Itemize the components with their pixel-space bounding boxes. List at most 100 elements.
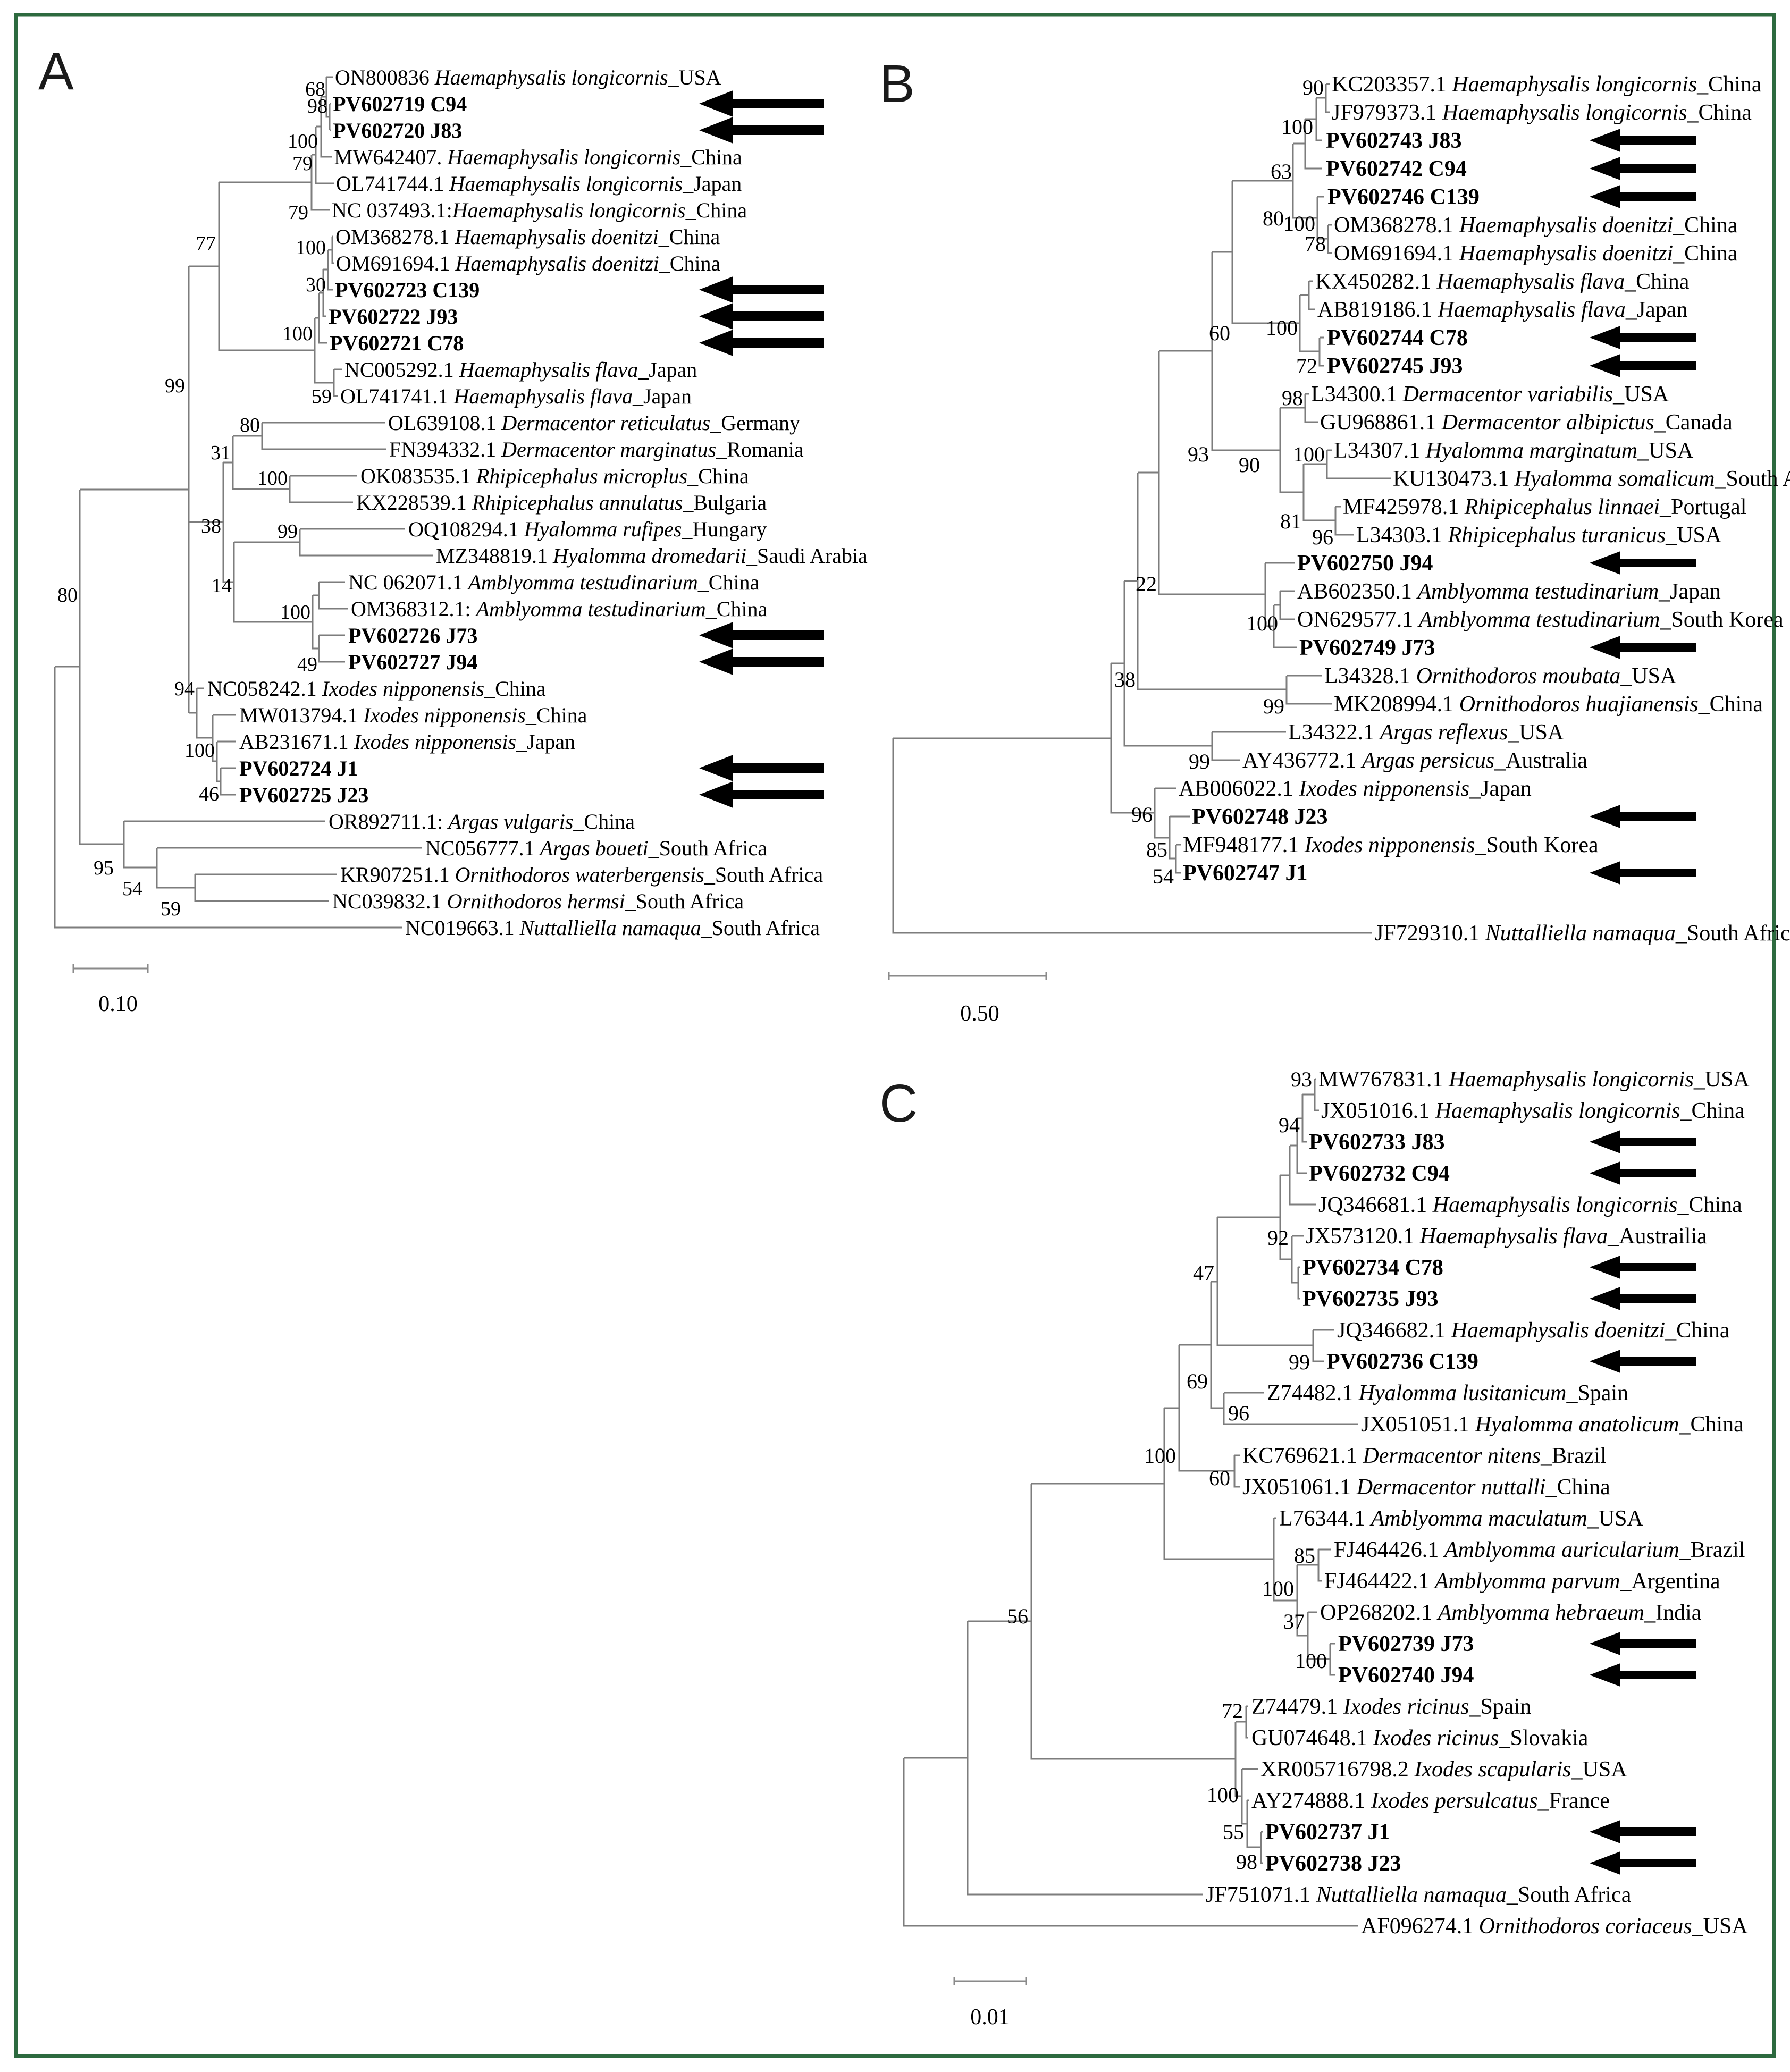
selection-arrow <box>1590 185 1696 208</box>
panel-c-label: C <box>879 1074 918 1133</box>
taxon-label: KX450282.1 Haemaphysalis flava_China <box>1315 269 1690 294</box>
taxon-label: NC039832.1 Ornithodoros hermsi_South Afr… <box>332 889 744 913</box>
taxon-label: PV602721 C78 <box>330 331 464 355</box>
taxon-label: FJ464422.1 Amblyomma parvum_Argentina <box>1324 1569 1720 1594</box>
taxon-label: OL741744.1 Haemaphysalis longicornis_Jap… <box>336 172 742 196</box>
selection-arrow <box>1590 1130 1696 1153</box>
taxon-label: PV602738 J23 <box>1265 1851 1401 1876</box>
taxon-label: MK208994.1 Ornithodoros huajianensis_Chi… <box>1334 692 1763 717</box>
bootstrap-value: 79 <box>288 201 308 224</box>
taxon-label: AY436772.1 Argas persicus_Australia <box>1242 748 1587 773</box>
bootstrap-value: 85 <box>1294 1544 1315 1568</box>
bootstrap-value: 100 <box>184 739 215 762</box>
bootstrap-value: 59 <box>161 898 181 920</box>
taxon-label: ON629577.1 Amblyomma testudinarium_South… <box>1297 608 1784 632</box>
bootstrap-value: 100 <box>1293 442 1325 466</box>
bootstrap-value: 99 <box>1289 1350 1310 1374</box>
taxon-label: PV602747 J1 <box>1183 861 1308 886</box>
taxon-label: PV602720 J83 <box>333 119 462 142</box>
bootstrap-value: 60 <box>1209 1466 1230 1490</box>
taxon-label: AB819186.1 Haemaphysalis flava_Japan <box>1317 298 1687 322</box>
taxon-label: NC019663.1 Nuttalliella namaqua_South Af… <box>405 916 820 940</box>
scale-bar-A <box>72 964 149 973</box>
taxon-label: PV602746 C139 <box>1327 185 1480 209</box>
taxon-label: JF979373.1 Haemaphysalis longicornis_Chi… <box>1332 100 1752 125</box>
taxon-label: OM368278.1 Haemaphysalis doenitzi_China <box>1334 213 1738 238</box>
bootstrap-value: 98 <box>1282 386 1303 410</box>
bootstrap-value: 68 <box>305 78 325 100</box>
bootstrap-value: 99 <box>165 375 185 397</box>
bootstrap-value: 56 <box>1007 1604 1028 1628</box>
bootstrap-value: 99 <box>1189 749 1210 773</box>
selection-arrow <box>699 117 824 144</box>
bootstrap-value: 80 <box>240 414 260 436</box>
taxon-label: JQ346682.1 Haemaphysalis doenitzi_China <box>1337 1318 1730 1343</box>
taxon-label: Z74479.1 Ixodes ricinus_Spain <box>1251 1695 1531 1719</box>
taxon-label: AB602350.1 Amblyomma testudinarium_Japan <box>1297 579 1721 604</box>
taxon-label: NC 037493.1:Haemaphysalis longicornis_Ch… <box>332 198 747 222</box>
bootstrap-value: 100 <box>1281 115 1313 139</box>
taxon-label: NC 062071.1 Amblyomma testudinarium_Chin… <box>348 570 760 594</box>
taxon-label: JX573120.1 Haemaphysalis flava_Austraili… <box>1306 1224 1707 1249</box>
taxon-label: L76344.1 Amblyomma maculatum_USA <box>1279 1506 1643 1531</box>
taxon-label: AB006022.1 Ixodes nipponensis_Japan <box>1179 777 1532 801</box>
selection-arrow <box>1590 1350 1696 1373</box>
bootstrap-value: 54 <box>1153 864 1174 888</box>
scale-label-B: 0.50 <box>960 1001 999 1026</box>
taxon-label: PV602735 J93 <box>1302 1287 1439 1311</box>
taxon-label: OP268202.1 Amblyomma hebraeum_India <box>1320 1601 1702 1625</box>
bootstrap-value: 85 <box>1146 838 1167 862</box>
bootstrap-value: 49 <box>297 653 317 676</box>
bootstrap-value: 100 <box>1144 1444 1176 1468</box>
bootstrap-value: 14 <box>212 575 232 597</box>
bootstrap-value: 77 <box>196 232 216 255</box>
taxon-label: XR005716798.2 Ixodes scapularis_USA <box>1260 1757 1627 1782</box>
taxon-label: PV602724 J1 <box>239 756 358 780</box>
taxon-label: MF425978.1 Rhipicephalus linnaei_Portuga… <box>1343 495 1746 519</box>
panel-B: B 0.50 KC203357.1 Haemaphysalis longicor… <box>879 54 1790 1026</box>
bootstrap-value: 99 <box>1263 694 1284 718</box>
selection-arrow <box>1590 1820 1696 1843</box>
taxon-label: OL741741.1 Haemaphysalis flava_Japan <box>340 384 692 408</box>
taxon-label: Z74482.1 Hyalomma lusitanicum_Spain <box>1267 1381 1628 1405</box>
taxon-label: PV602736 C139 <box>1326 1350 1478 1374</box>
taxon-label: PV602737 J1 <box>1265 1820 1390 1844</box>
taxon-label: JF751071.1 Nuttalliella namaqua_South Af… <box>1206 1883 1632 1907</box>
bootstrap-value: 100 <box>1295 1649 1327 1673</box>
selection-arrow <box>699 622 824 648</box>
taxon-label: MF948177.1 Ixodes nipponensis_South Kore… <box>1183 833 1599 857</box>
bootstrap-value: 95 <box>94 857 114 879</box>
taxon-label: PV602745 J93 <box>1327 354 1463 378</box>
taxon-label: AF096274.1 Ornithodoros coriaceus_USA <box>1361 1914 1748 1939</box>
selection-arrow <box>1590 805 1696 828</box>
bootstrap-value: 93 <box>1291 1067 1312 1091</box>
taxon-label: FN394332.1 Dermacentor marginatus_Romani… <box>389 437 804 461</box>
selection-arrow <box>699 276 824 303</box>
bootstrap-value: 60 <box>1209 321 1230 345</box>
bootstrap-value: 98 <box>1236 1850 1257 1874</box>
bootstrap-value: 63 <box>1271 159 1292 183</box>
bootstrap-value: 100 <box>280 601 310 624</box>
taxon-label: PV602740 J94 <box>1338 1663 1474 1688</box>
bootstrap-value: 90 <box>1302 75 1324 99</box>
selection-arrow <box>1590 1287 1696 1310</box>
selection-arrow <box>699 90 824 117</box>
taxon-label: JX051061.1 Dermacentor nuttalli_China <box>1242 1475 1610 1500</box>
bootstrap-value: 80 <box>57 584 78 607</box>
bootstrap-value: 98 <box>307 95 327 117</box>
taxon-label: OM691694.1 Haemaphysalis doenitzi_China <box>336 251 721 275</box>
bootstrap-value: 92 <box>1267 1226 1289 1250</box>
taxon-label: MZ348819.1 Hyalomma dromedarii_Saudi Ara… <box>436 544 868 568</box>
bootstrap-value: 30 <box>306 274 326 296</box>
bootstrap-value: 54 <box>122 878 142 900</box>
taxon-label: PV602734 C78 <box>1302 1256 1443 1280</box>
taxon-label: MW642407. Haemaphysalis longicornis_Chin… <box>334 145 742 169</box>
bootstrap-value: 69 <box>1187 1369 1208 1393</box>
taxon-label: AB231671.1 Ixodes nipponensis_Japan <box>239 730 575 754</box>
bootstrap-value: 72 <box>1296 354 1317 378</box>
taxon-label: L34328.1 Ornithodoros moubata_USA <box>1324 664 1677 688</box>
taxon-label: KC203357.1 Haemaphysalis longicornis_Chi… <box>1332 72 1762 97</box>
taxon-label: L34303.1 Rhipicephalus turanicus_USA <box>1356 523 1722 548</box>
bootstrap-value: 100 <box>1207 1783 1239 1807</box>
